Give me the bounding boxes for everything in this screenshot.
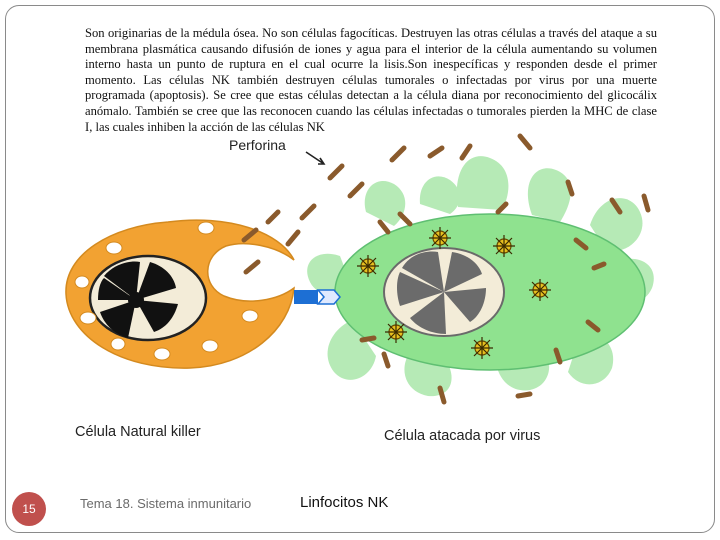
- page-number-badge: 15: [12, 492, 46, 526]
- perforin-molecules: [241, 133, 651, 405]
- nk-description-paragraph: Son originarias de la médula ósea. No so…: [85, 26, 657, 134]
- perforin-pointer-arrow: [305, 151, 326, 165]
- infected-cell-label: Célula atacada por virus: [384, 428, 540, 444]
- perforin-label: Perforina: [229, 137, 286, 153]
- nk-cell-label: Célula Natural killer: [75, 424, 201, 440]
- nk-granules: [74, 221, 259, 361]
- nk-chromatin: [98, 261, 178, 338]
- virus-particles: [357, 227, 551, 359]
- footer-title: Linfocitos NK: [300, 494, 389, 511]
- target-ligand: [316, 289, 341, 305]
- nk-receptor: [294, 290, 318, 304]
- infected-chromatin: [397, 251, 486, 334]
- footer-topic: Tema 18. Sistema inmunitario: [80, 496, 252, 511]
